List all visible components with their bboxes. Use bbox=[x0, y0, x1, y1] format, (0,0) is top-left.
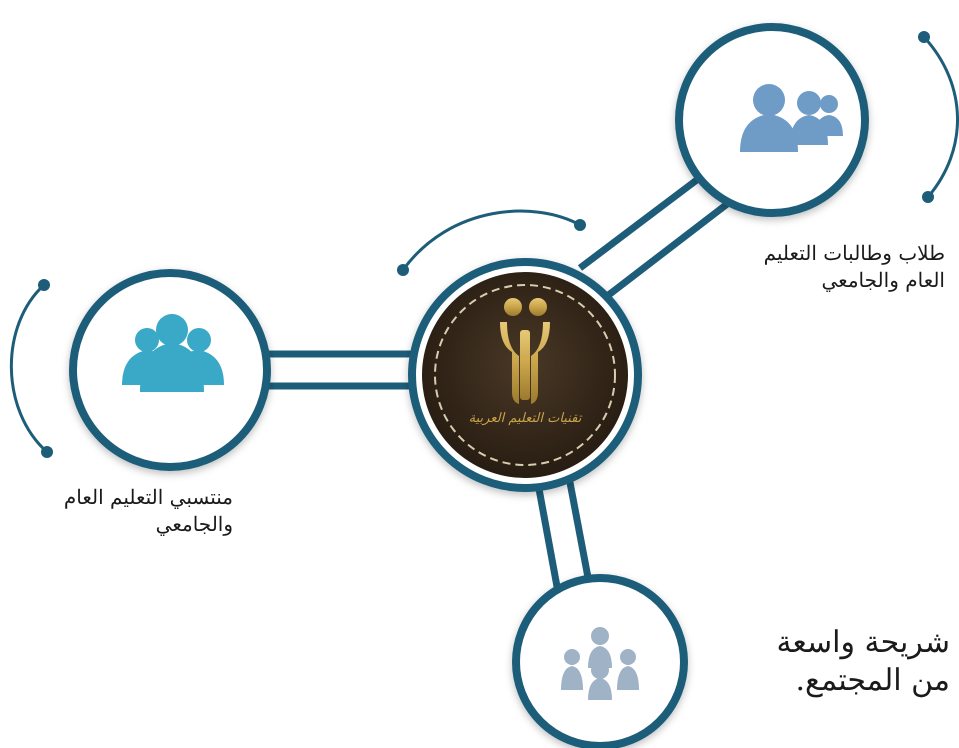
arc-top-right bbox=[922, 35, 959, 198]
users-group-icon bbox=[122, 314, 224, 392]
label-community: شريحة واسعة من المجتمع. bbox=[710, 624, 950, 699]
arc-dot bbox=[41, 446, 53, 458]
label-line: العام والجامعي bbox=[821, 268, 945, 292]
arc-dot bbox=[397, 264, 409, 276]
label-line: طلاب وطالبات التعليم bbox=[763, 241, 945, 265]
connector-bottom bbox=[533, 471, 594, 593]
community-icon bbox=[561, 627, 639, 700]
arc-dot bbox=[574, 219, 586, 231]
users-group-icon bbox=[740, 84, 843, 152]
label-line: والجامعي bbox=[155, 512, 233, 536]
arc-left bbox=[9, 283, 49, 454]
label-staff: منتسبي التعليم العام والجامعي bbox=[8, 484, 233, 538]
logo-emblem-icon bbox=[500, 298, 550, 404]
center-logo: تقنيات التعليم العربية bbox=[408, 258, 642, 492]
label-line: شريحة واسعة bbox=[776, 625, 950, 660]
arc-dot bbox=[38, 279, 50, 291]
label-line: منتسبي التعليم العام bbox=[63, 485, 233, 509]
arc-dot bbox=[922, 191, 934, 203]
connector-left bbox=[268, 350, 422, 390]
label-students: طلاب وطالبات التعليم العام والجامعي bbox=[700, 240, 945, 294]
arc-dot bbox=[918, 31, 930, 43]
label-line: من المجتمع. bbox=[795, 662, 950, 698]
arc-center bbox=[401, 209, 581, 271]
connector-top-right bbox=[577, 167, 738, 303]
logo-text: تقنيات التعليم العربية bbox=[469, 411, 583, 426]
